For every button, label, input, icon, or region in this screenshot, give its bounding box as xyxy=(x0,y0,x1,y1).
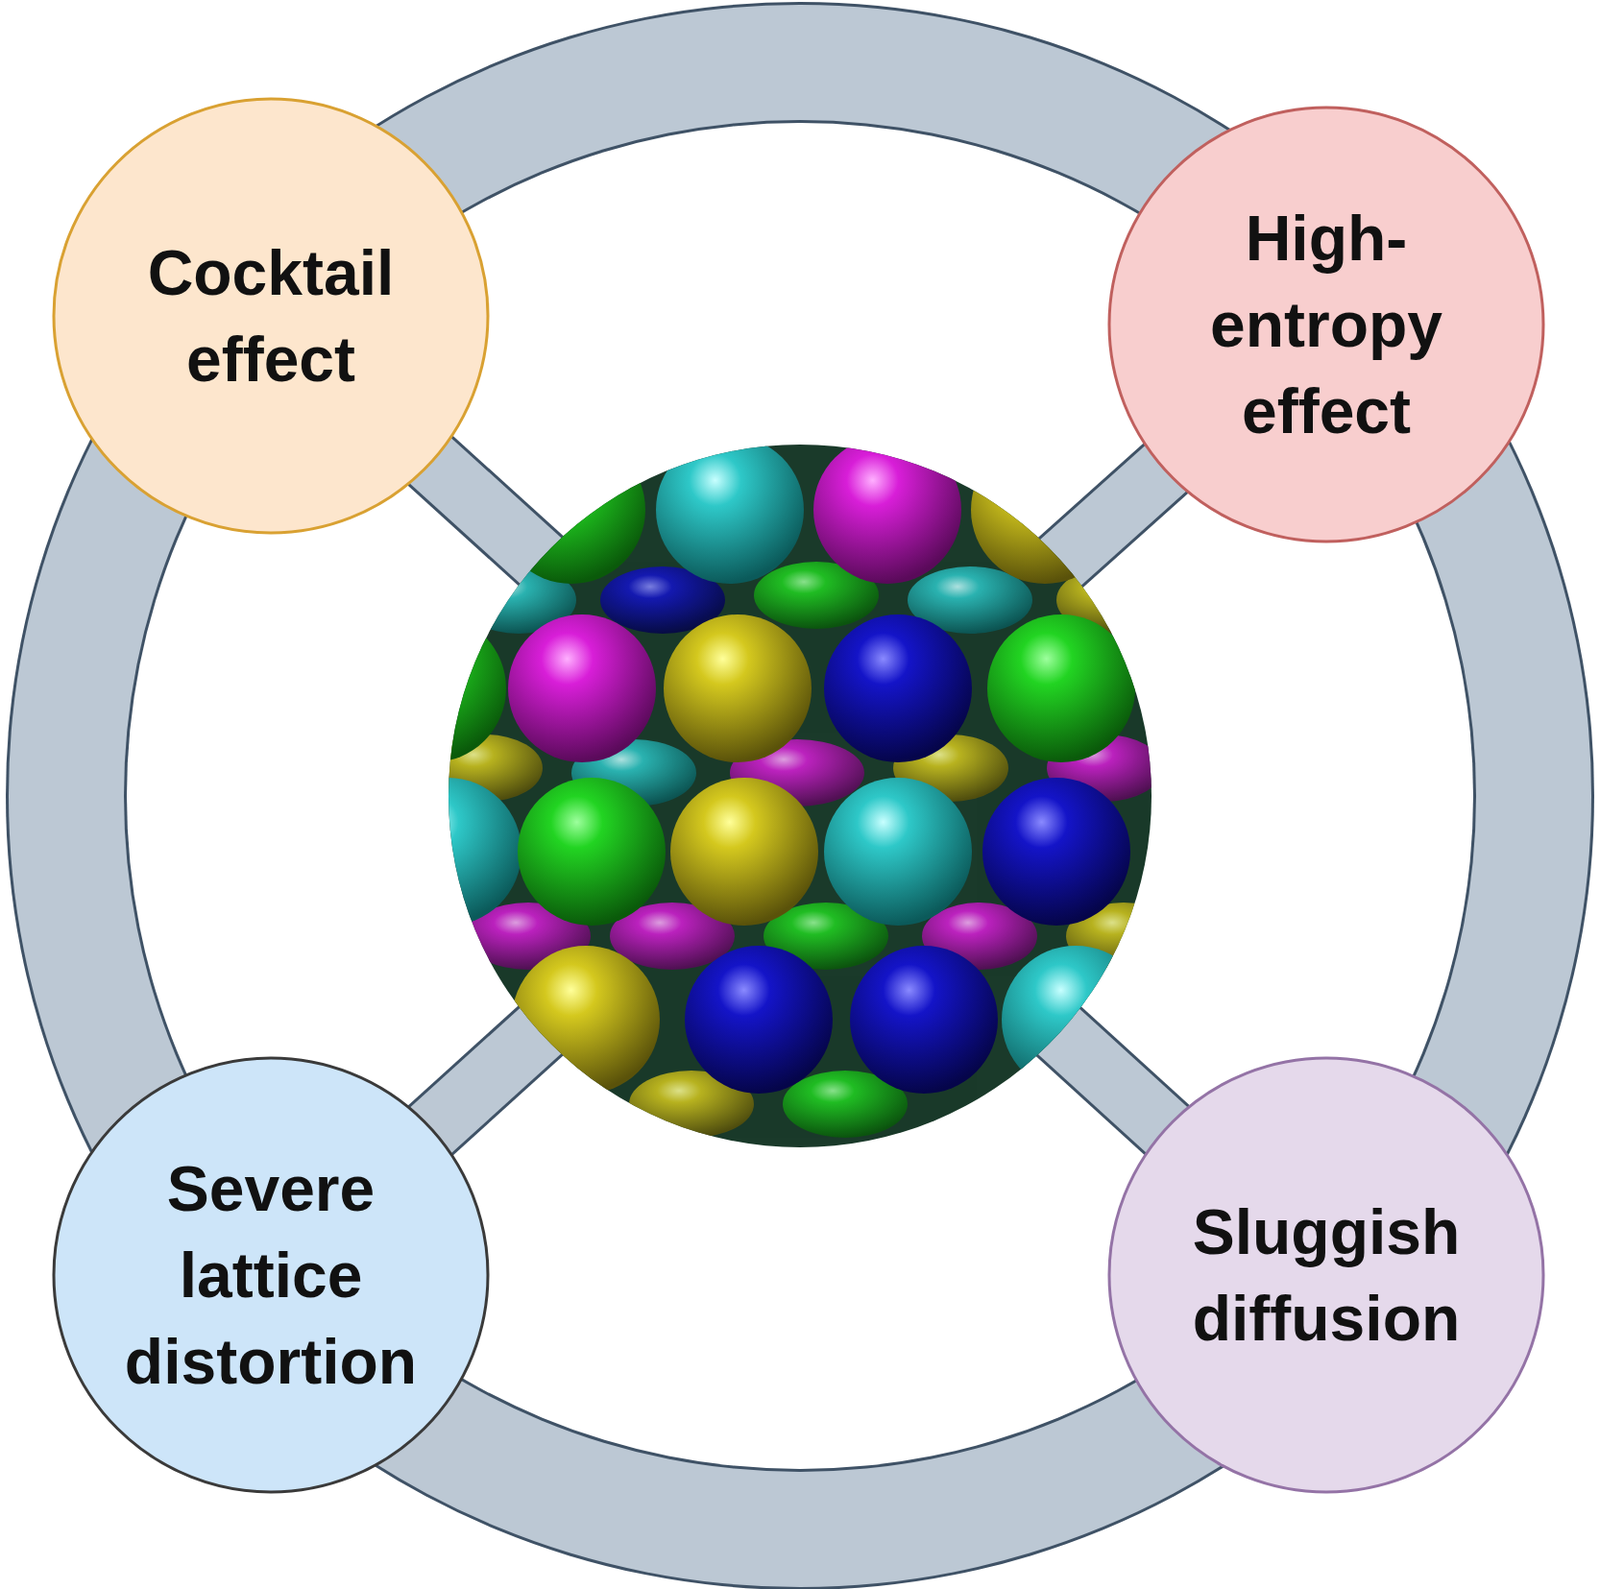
effect-circle: High-entropy effect xyxy=(1107,105,1546,544)
circle-outline xyxy=(1107,1056,1546,1495)
effect-circle: Sluggish diffusion xyxy=(1107,1056,1546,1495)
effect-label: Cocktail effect xyxy=(107,229,435,403)
effect-label: High-entropy effect xyxy=(1163,194,1490,455)
effect-circle: Cocktail effect xyxy=(51,96,490,535)
effect-label: Severe lattice distortion xyxy=(107,1145,435,1406)
circle-outline xyxy=(51,96,490,535)
effect-label: Sluggish diffusion xyxy=(1163,1188,1490,1362)
effect-circle: Severe lattice distortion xyxy=(51,1056,490,1495)
